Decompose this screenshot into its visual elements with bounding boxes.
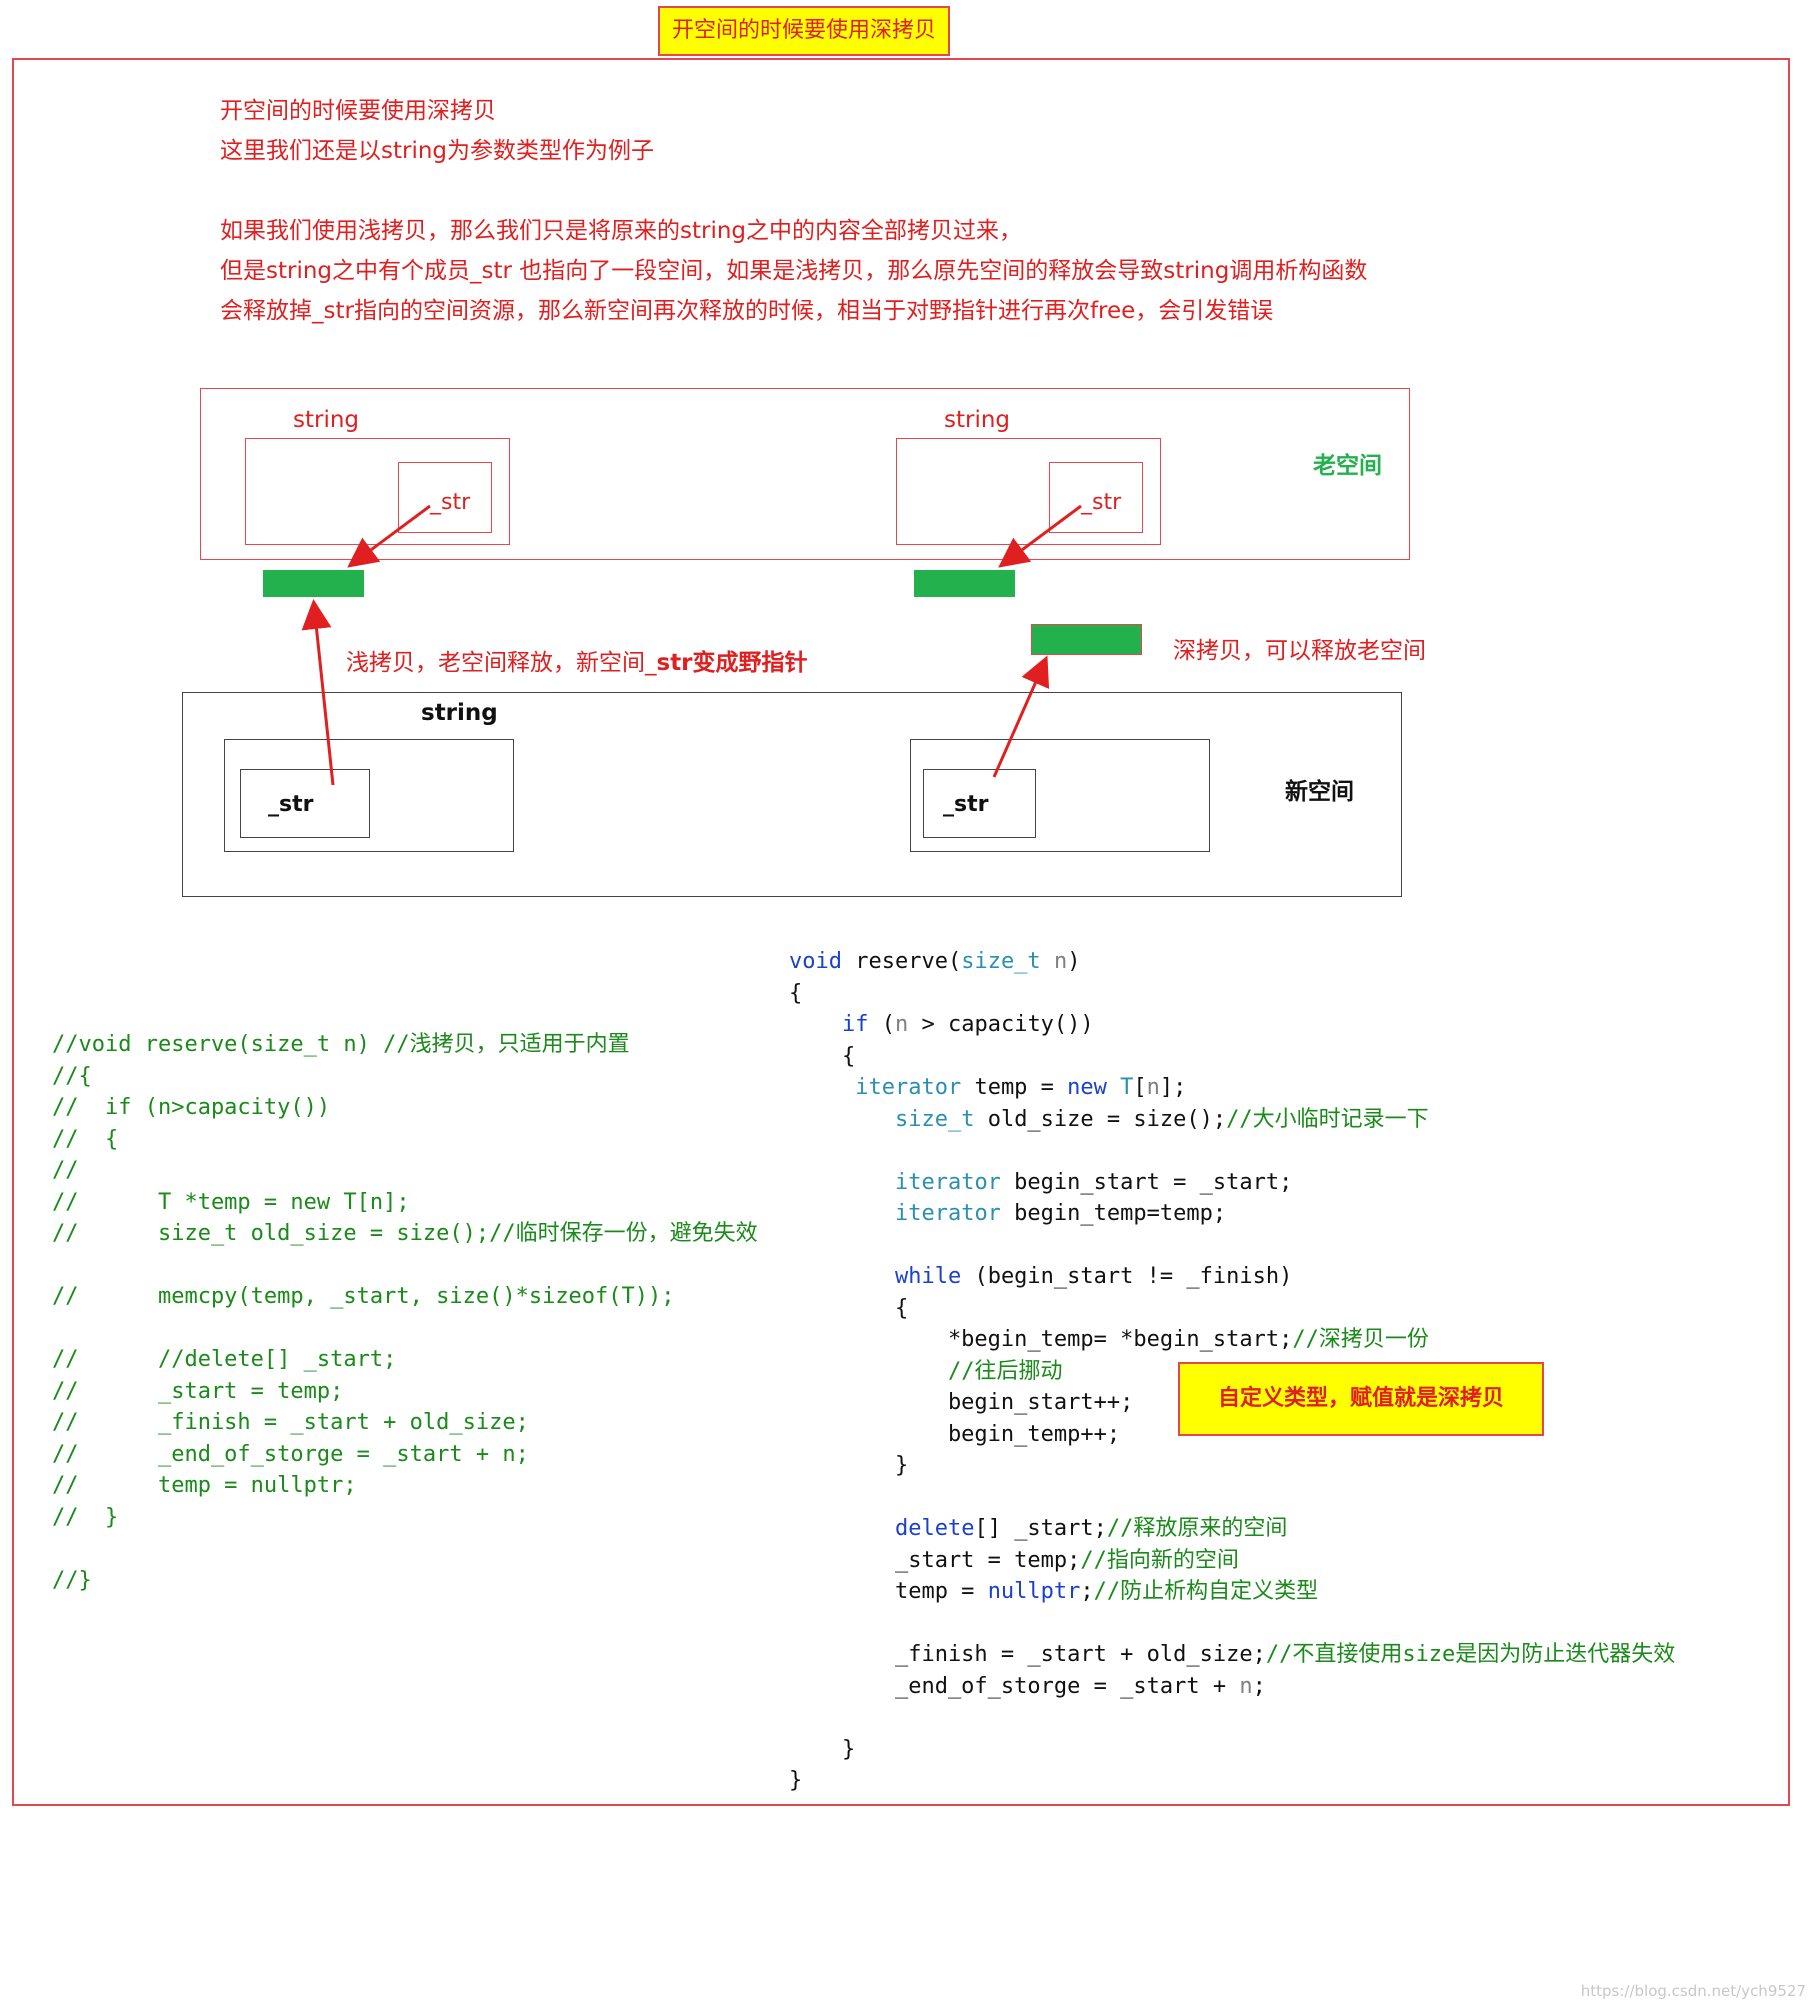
new-right-str-label: _str (943, 792, 989, 817)
old-left-str-box (398, 462, 492, 533)
new-memory-block (1031, 624, 1142, 655)
new-left-string-box (224, 739, 514, 852)
custom-type-note: 自定义类型，赋值就是深拷贝 (1178, 1362, 1544, 1436)
note-line-3: 如果我们使用浅拷贝，那么我们只是将原来的string之中的内容全部拷贝过来， (220, 218, 1023, 244)
content-frame (12, 58, 1790, 1806)
new-space-label: 新空间 (1285, 779, 1354, 805)
old-right-pointer-arrow (998, 504, 1082, 568)
new-right-string-box (910, 739, 1210, 852)
shallow-copy-note-bold: str变成野指针 (656, 650, 808, 676)
new-left-str-label: _str (268, 792, 314, 817)
old-left-memory-block (263, 570, 364, 597)
old-left-string-label: string (293, 407, 360, 433)
old-left-str-label: _str (430, 490, 471, 515)
shallow-pointer-arrow (301, 599, 335, 786)
watermark: https://blog.csdn.net/ych9527 (1580, 1982, 1806, 2000)
shallow-copy-note: 浅拷贝，老空间释放，新空间_str变成野指针 (346, 643, 808, 677)
old-right-str-box (1049, 462, 1143, 533)
new-string-label: string (421, 700, 498, 726)
shallow-copy-note-text: 浅拷贝，老空间释放，新空间_ (346, 650, 657, 676)
note-line-1: 开空间的时候要使用深拷贝 (220, 98, 496, 124)
old-space-label: 老空间 (1313, 453, 1382, 479)
old-left-pointer-arrow (347, 504, 431, 568)
shallow-reserve-code: //void reserve(size_t n) //浅拷贝，只适用于内置 //… (52, 1032, 758, 1593)
deep-reserve-code: void reserve(size_t n) { if (n > capacit… (789, 949, 1676, 1793)
old-space-box (200, 388, 1410, 560)
old-right-string-label: string (944, 407, 1011, 433)
old-right-memory-block (914, 570, 1015, 597)
old-right-str-label: _str (1081, 490, 1122, 515)
new-left-str-box (240, 769, 370, 838)
note-line-2: 这里我们还是以string为参数类型作为例子 (220, 138, 655, 164)
header-title: 开空间的时候要使用深拷贝 (658, 6, 950, 56)
new-space-box (182, 692, 1402, 897)
deep-copy-note: 深拷贝，可以释放老空间 (1173, 638, 1426, 664)
note-line-5: 会释放掉_str指向的空间资源，那么新空间再次释放的时候，相当于对野指针进行再次… (220, 298, 1274, 324)
new-right-str-box (923, 769, 1036, 838)
deep-pointer-arrow (992, 655, 1050, 778)
note-line-4: 但是string之中有个成员_str 也指向了一段空间，如果是浅拷贝，那么原先空… (220, 258, 1368, 284)
